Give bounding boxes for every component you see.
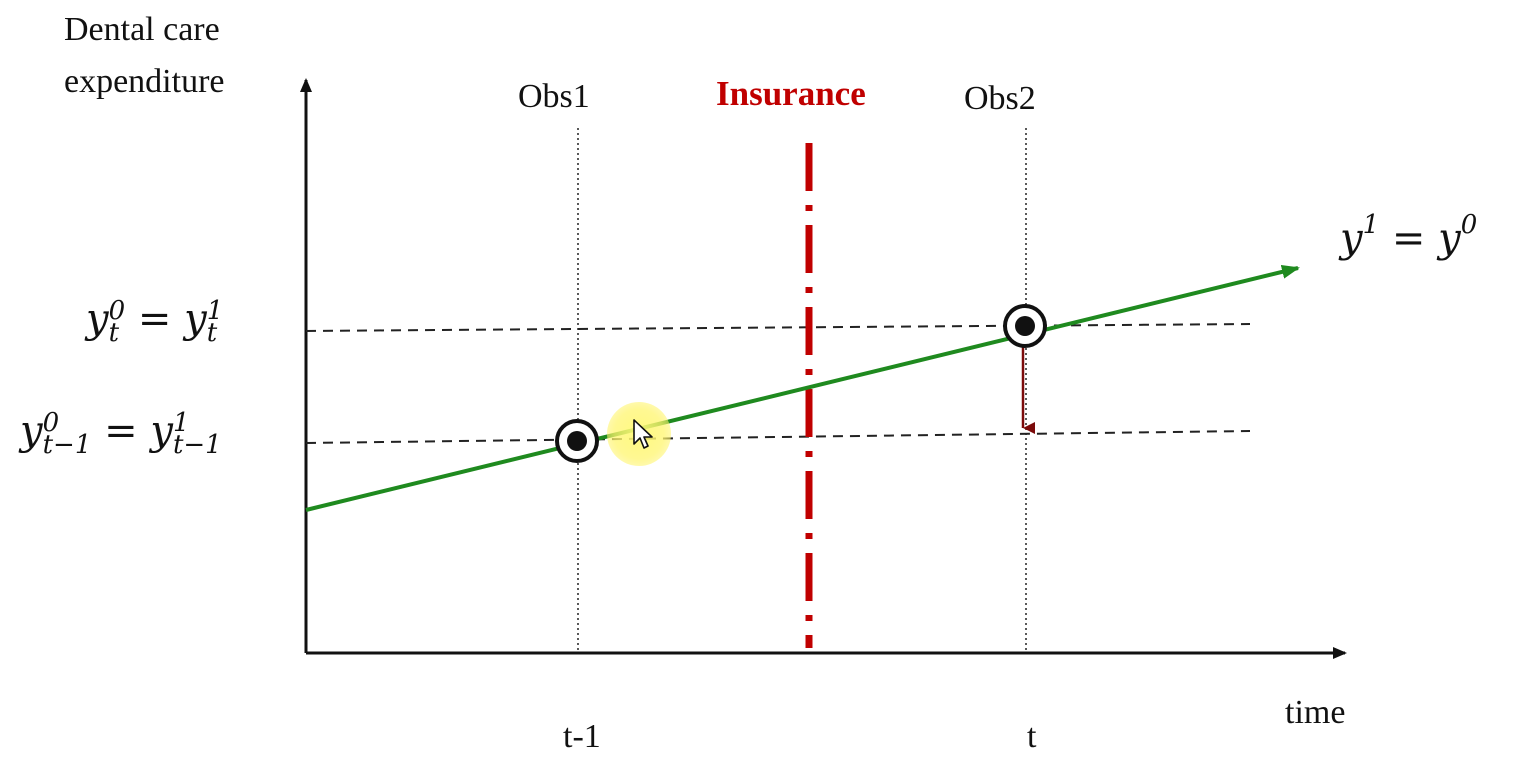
line-equation: y1 = y0 (1340, 210, 1477, 262)
eq-line-lhs: y (1340, 215, 1363, 262)
eq-t-lhs-sup: 0 (108, 296, 126, 326)
eq-t1-rhs-sup: 1 (172, 408, 190, 438)
eq-line-op: = (1391, 215, 1426, 262)
eq-t1-rhs-sub: t−1 (172, 430, 222, 460)
eq-line-lhs-sup: 1 (1362, 210, 1380, 240)
y-axis-label-line-2: expenditure (64, 63, 225, 100)
eq-t1-lhs-sup: 0 (42, 408, 60, 438)
eq-t1-lhs: y (20, 408, 43, 454)
eq-line-rhs: y (1438, 215, 1461, 262)
insurance-label: Insurance (716, 74, 866, 113)
eq-t-lhs-sub: t (108, 318, 120, 348)
eq-t-op: = (137, 296, 172, 342)
y-axis-label: Dental care expenditure (64, 4, 225, 108)
obs2-point (1003, 304, 1047, 348)
level-t1-dashed-line (305, 430, 1251, 444)
eq-t1-lhs-sub: t−1 (42, 430, 92, 460)
eq-t1-rhs: y (150, 408, 173, 454)
tick-label-t: t (1027, 718, 1037, 755)
tick-label-t-1: t-1 (563, 718, 601, 755)
x-axis-label: time (1285, 694, 1346, 731)
trend-line (305, 264, 1300, 512)
eq-t-rhs-sub: t (206, 318, 218, 348)
y-axis-label-line-1: Dental care (64, 11, 220, 48)
eq-t1-op: = (104, 408, 138, 454)
obs1-label: Obs1 (518, 78, 590, 115)
obs1-point (555, 419, 599, 463)
level-t-dashed-line (305, 323, 1251, 332)
cursor-arrow-icon (633, 419, 653, 449)
eq-t-lhs: y (86, 296, 109, 342)
eq-t-rhs-sup: 1 (206, 296, 224, 326)
eq-line-rhs-sup: 0 (1460, 210, 1478, 240)
eq-t-rhs: y (184, 296, 207, 342)
obs2-label: Obs2 (964, 80, 1036, 117)
